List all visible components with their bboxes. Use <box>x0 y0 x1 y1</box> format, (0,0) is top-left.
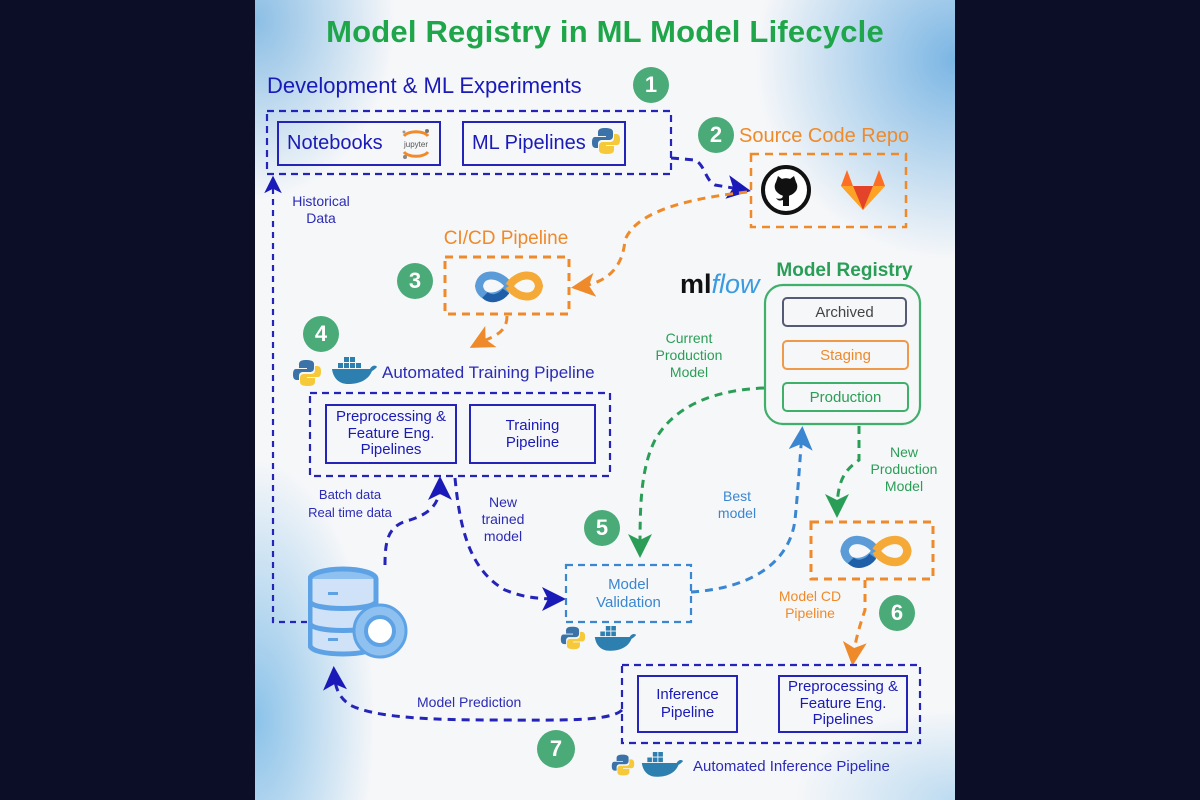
ml-pipelines-box: ML Pipelines <box>462 121 626 166</box>
training-container <box>308 391 612 478</box>
cicd-infinity-icon <box>473 265 545 312</box>
model-validation-label: Model Validation <box>596 575 661 611</box>
python-icon <box>611 752 635 783</box>
notebooks-box: Notebooks jupyter <box>277 121 441 166</box>
registry-title: Model Registry <box>776 260 913 281</box>
edge-batch-data <box>383 476 452 566</box>
inference-pipeline-label: Inference Pipeline <box>656 686 719 721</box>
inference-preprocessing-label: Preprocessing & Feature Eng. Pipelines <box>787 678 899 729</box>
jupyter-icon: jupyter <box>399 127 433 161</box>
edge-cicd-to-training <box>469 315 509 348</box>
step-1-label: Development & ML Experiments <box>267 73 582 98</box>
step-5-badge: 5 <box>584 510 620 546</box>
python-icon <box>591 126 621 162</box>
inference-pipeline-box: Inference Pipeline <box>637 675 738 733</box>
step-7-badge: 7 <box>537 730 575 768</box>
stage-archived[interactable]: Archived <box>782 297 907 327</box>
label-new-production-model: New Production Model <box>870 444 938 494</box>
label-best-model: Best model <box>717 488 757 521</box>
validation-container <box>564 563 693 624</box>
edge-best-model <box>690 426 813 594</box>
label-current-production-model: Current Production Model <box>655 330 723 380</box>
edge-model-prediction <box>323 666 624 722</box>
inference-preprocessing-box: Preprocessing & Feature Eng. Pipelines <box>778 675 908 733</box>
step-2-badge: 2 <box>698 117 734 153</box>
notebooks-label: Notebooks <box>287 132 383 154</box>
label-historical-data: Historical Data <box>292 193 350 226</box>
dev-container <box>265 109 673 176</box>
label-model-prediction: Model Prediction <box>417 694 522 710</box>
step-6-badge: 6 <box>879 595 915 631</box>
edge-new-production <box>825 426 861 518</box>
label-new-trained-model: New trained model <box>481 494 525 544</box>
inference-container <box>620 663 922 745</box>
github-icon <box>760 164 812 221</box>
stage-staging[interactable]: Staging <box>782 340 909 370</box>
edge-new-trained-model <box>453 477 566 611</box>
edge-historical-data <box>264 175 307 624</box>
edge-current-production <box>628 386 765 558</box>
label-real-time-data: Real time data <box>308 505 392 520</box>
step-6-label: Model CD Pipeline <box>778 588 842 621</box>
gitlab-icon <box>837 166 889 219</box>
connectors <box>264 109 935 745</box>
training-pipeline-box: Training Pipeline <box>469 404 596 464</box>
step-3-label: CI/CD Pipeline <box>443 228 569 249</box>
model-validation-box: Model Validation <box>568 567 689 620</box>
preprocessing-label: Preprocessing & Feature Eng. Pipelines <box>335 408 447 459</box>
step-1-badge: 1 <box>633 67 669 103</box>
diagram-canvas: Model Registry in ML Model Lifecycle Dev… <box>255 0 955 800</box>
stage-production[interactable]: Production <box>782 382 909 412</box>
python-icon <box>560 624 586 657</box>
ml-pipelines-label: ML Pipelines <box>472 132 586 154</box>
docker-icon <box>330 353 378 390</box>
training-pipeline-label: Training Pipeline <box>505 417 560 451</box>
step-4-badge: 4 <box>303 316 339 352</box>
cd-infinity-icon <box>837 529 915 578</box>
repo-container <box>749 152 908 229</box>
edge-dev-to-repo <box>670 156 751 199</box>
registry-container <box>763 283 922 426</box>
step-7-label: Automated Inference Pipeline <box>693 758 890 775</box>
svg-text:jupyter: jupyter <box>403 140 428 149</box>
step-2-label: Source Code Repo <box>739 125 910 147</box>
label-batch-data: Batch data <box>318 487 382 502</box>
edge-cd-to-inference <box>842 580 867 666</box>
step-4-label: Automated Training Pipeline <box>382 363 595 382</box>
docker-icon <box>593 622 637 657</box>
python-icon <box>292 358 322 393</box>
cicd-container <box>443 255 571 316</box>
model-cd-container <box>809 520 935 581</box>
edge-repo-cicd <box>571 190 748 297</box>
page-title: Model Registry in ML Model Lifecycle <box>326 14 884 49</box>
step-3-badge: 3 <box>397 263 433 299</box>
docker-icon <box>640 748 684 783</box>
database-gear-icon <box>307 565 418 680</box>
mlflow-logo: mlflow <box>680 269 760 299</box>
preprocessing-box: Preprocessing & Feature Eng. Pipelines <box>325 404 457 464</box>
